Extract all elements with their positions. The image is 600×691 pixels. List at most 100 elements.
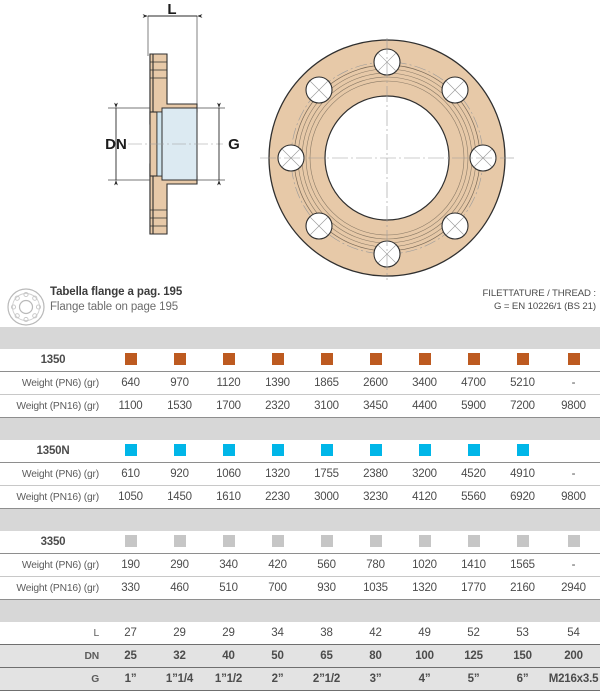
footer-cell: 200 — [547, 644, 600, 668]
table-cell: 610 — [106, 462, 155, 486]
color-swatch — [320, 443, 333, 456]
table-cell: 7200 — [498, 394, 547, 418]
color-swatch — [418, 534, 431, 547]
footer-cell: 2” — [253, 667, 302, 691]
table-cell: 4120 — [400, 485, 449, 509]
footer-cell: 6” — [498, 667, 547, 691]
thread-standard-note: FILETTATURE / THREAD : G = EN 10226/1 (B… — [483, 287, 597, 313]
table-cell: 1020 — [400, 553, 449, 577]
swatch-cell — [547, 349, 600, 372]
band-cell — [0, 327, 600, 349]
swatch-cell — [302, 531, 351, 554]
color-swatch — [271, 352, 284, 365]
swatch-cell — [302, 440, 351, 463]
table-band — [0, 417, 600, 440]
footer-row-label: G — [0, 667, 106, 691]
flange-icon — [7, 288, 45, 326]
footer-cell: 32 — [155, 644, 204, 668]
footer-cell: 52 — [449, 622, 498, 645]
color-swatch — [271, 443, 284, 456]
table-cell: 9800 — [547, 394, 600, 418]
table-cell: 9800 — [547, 485, 600, 509]
table-cell: 1410 — [449, 553, 498, 577]
dimension-DN: DN — [105, 102, 150, 186]
table-cell: 2600 — [351, 371, 400, 395]
table-cell: 1120 — [204, 371, 253, 395]
color-swatch — [369, 352, 382, 365]
group-name: 3350 — [0, 531, 106, 554]
table-cell: 5900 — [449, 394, 498, 418]
swatch-cell — [106, 349, 155, 372]
table-cell: 1390 — [253, 371, 302, 395]
row-label: Weight (PN16) (gr) — [0, 485, 106, 509]
flange-note-english: Flange table on page 195 — [50, 301, 179, 313]
table-cell: 640 — [106, 371, 155, 395]
table-cell: 930 — [302, 576, 351, 600]
table-cell: 290 — [155, 553, 204, 577]
table-cell: 920 — [155, 462, 204, 486]
row-label: Weight (PN16) (gr) — [0, 394, 106, 418]
table-cell: 2940 — [547, 576, 600, 600]
swatch-cell — [204, 440, 253, 463]
footer-cell: 38 — [302, 622, 351, 645]
dimension-extension-lines — [147, 16, 198, 104]
color-swatch — [369, 443, 382, 456]
swatch-cell — [400, 349, 449, 372]
swatch-cell — [155, 440, 204, 463]
footer-cell: 3” — [351, 667, 400, 691]
swatch-cell — [547, 531, 600, 554]
table-cell: 1060 — [204, 462, 253, 486]
table-cell: 3450 — [351, 394, 400, 418]
dimension-L: L — [142, 4, 203, 18]
table-cell: 2160 — [498, 576, 547, 600]
color-swatch — [320, 534, 333, 547]
flange-section-drawing: L — [105, 4, 240, 235]
swatch-cell — [400, 440, 449, 463]
swatch-cell — [498, 531, 547, 554]
footer-cell: 54 — [547, 622, 600, 645]
bolt-holes — [277, 48, 497, 268]
swatch-cell — [400, 531, 449, 554]
table-cell: 3400 — [400, 371, 449, 395]
swatch-cell — [253, 349, 302, 372]
color-swatch — [124, 443, 137, 456]
band-cell — [0, 417, 600, 440]
table-band — [0, 599, 600, 622]
swatch-cell — [498, 349, 547, 372]
footer-cell: 1” — [106, 667, 155, 691]
table-cell: 1700 — [204, 394, 253, 418]
footer-cell: 150 — [498, 644, 547, 668]
table-group-row: 1350 — [0, 349, 600, 372]
color-swatch — [222, 443, 235, 456]
table-cell: 4700 — [449, 371, 498, 395]
footer-cell: 25 — [106, 644, 155, 668]
swatch-cell — [155, 531, 204, 554]
group-name: 1350 — [0, 349, 106, 372]
table-cell: 1320 — [400, 576, 449, 600]
row-label: Weight (PN6) (gr) — [0, 371, 106, 395]
row-label: Weight (PN16) (gr) — [0, 576, 106, 600]
svg-text:G: G — [228, 136, 240, 153]
color-swatch — [369, 534, 382, 547]
table-cell: 1035 — [351, 576, 400, 600]
swatch-cell — [155, 349, 204, 372]
table-band — [0, 508, 600, 531]
footer-cell: 100 — [400, 644, 449, 668]
table-cell: 2380 — [351, 462, 400, 486]
swatch-cell — [449, 531, 498, 554]
swatch-cell — [449, 349, 498, 372]
color-swatch — [271, 534, 284, 547]
table-cell: 460 — [155, 576, 204, 600]
swatch-cell — [106, 440, 155, 463]
table-cell: 3230 — [351, 485, 400, 509]
color-swatch — [467, 443, 480, 456]
color-swatch — [418, 352, 431, 365]
footer-cell: 1”1/2 — [204, 667, 253, 691]
color-swatch — [516, 534, 529, 547]
table-cell: - — [547, 553, 600, 577]
color-swatch — [222, 352, 235, 365]
table-cell: 1530 — [155, 394, 204, 418]
footer-cell: 4” — [400, 667, 449, 691]
